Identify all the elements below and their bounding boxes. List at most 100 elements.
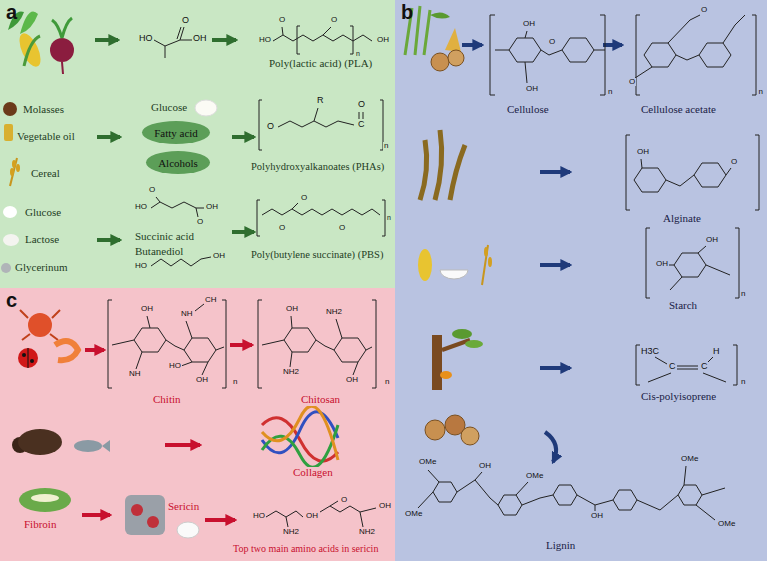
atom-label: O: [181, 16, 190, 25]
atom-label: n: [384, 378, 390, 386]
chemical-structures: [676, 366, 698, 367]
chemical-structures: [594, 50, 605, 51]
atom-label: O: [330, 16, 338, 24]
chemical-structures: [262, 340, 284, 345]
source-icons: [31, 494, 59, 502]
source-icons: [177, 522, 199, 538]
process-arrows: [540, 263, 570, 267]
chemical-structures: [644, 43, 676, 67]
chemical-structures: [498, 495, 522, 515]
process-arrows: [462, 43, 482, 47]
source-icons: [16, 164, 20, 172]
chemical-structures: [636, 15, 756, 95]
process-arrows: [82, 513, 110, 517]
atom-label: OH: [525, 85, 539, 93]
source-icons: [420, 130, 465, 200]
atom-label: C: [700, 362, 709, 371]
ellipse-node: Alcohols: [146, 151, 210, 174]
source-icons: [482, 245, 488, 285]
source-icons: [20, 310, 60, 340]
source-icons: [10, 158, 17, 186]
node-text: Fatty acid: [154, 127, 198, 139]
atom-label: OMe: [404, 510, 423, 518]
atom-label: n: [386, 214, 392, 221]
atom-label: NH2: [358, 528, 376, 536]
chemical-structures: [684, 466, 686, 485]
source-icons: [1, 11, 217, 273]
process-arrows: [95, 38, 118, 42]
chemical-structures: [525, 62, 527, 83]
chemical-structures: [516, 482, 528, 495]
atom-label: O: [148, 186, 156, 194]
caption-label: Cereal: [30, 168, 61, 180]
source-icons: [488, 257, 492, 267]
panel-letter: c: [6, 289, 17, 311]
atom-label: OH: [140, 305, 154, 313]
chemical-structures: [703, 373, 726, 382]
chemical-structures: [433, 482, 457, 502]
source-icons: [52, 18, 72, 38]
chemical-structures: [359, 112, 360, 119]
chemical-structures: [648, 373, 671, 382]
chemical-structures: [258, 300, 376, 388]
source-icons: [10, 168, 14, 176]
process-arrows: [232, 135, 254, 139]
caption-label: Glycerinum: [14, 262, 69, 274]
chemical-structures: [676, 369, 698, 370]
chemical-structures: [553, 485, 577, 505]
caption-label: Butanediol: [134, 246, 184, 258]
caption-label: Poly(butylene succinate) (PBS): [250, 249, 384, 260]
chemical-structures: [595, 505, 596, 511]
atom-label: H: [712, 347, 721, 356]
source-icons: [147, 516, 159, 528]
chemical-structures: [676, 55, 699, 60]
caption-label: Top two main amino acids in sericin: [232, 544, 379, 555]
chemical-structures: [495, 50, 509, 51]
chemical-structures: [166, 340, 184, 350]
process-arrows: [540, 170, 570, 174]
chemical-structures: [320, 506, 376, 512]
atom-label: OH: [378, 502, 392, 510]
collagen-helix: [262, 425, 338, 467]
chemical-structures: [262, 209, 380, 215]
source-icons: [102, 440, 110, 452]
source-icons: [125, 495, 165, 535]
chemical-structures: [151, 202, 204, 208]
chemical-structures: [151, 257, 211, 266]
source-icons: [448, 50, 464, 66]
source-icons: [1, 263, 11, 273]
source-icons: [24, 36, 40, 66]
panel-c-illustration: [12, 300, 376, 538]
caption-label: Collagen: [292, 467, 334, 479]
atom-label: HO: [134, 203, 148, 211]
atom-label: OH: [478, 462, 492, 470]
chemical-structures: [646, 228, 739, 298]
process-arrows: [545, 432, 556, 462]
source-icons: [12, 160, 16, 168]
caption-label: Alginate: [662, 213, 702, 225]
chemical-structures: [655, 357, 667, 364]
atom-label: OH: [705, 236, 719, 244]
chemical-structures: [637, 495, 678, 510]
atom-label: HO: [138, 34, 154, 43]
chemical-structures: [418, 15, 759, 520]
atom-label: HO: [258, 36, 272, 44]
atom-label: OMe: [680, 455, 699, 463]
source-icons: [440, 371, 452, 379]
chemical-structures: [363, 112, 364, 119]
chemical-structures: [282, 27, 283, 35]
panel-b-illustration: [405, 6, 759, 520]
source-icons: [431, 53, 449, 71]
process-arrows: [540, 366, 570, 370]
chemical-structures: [634, 168, 666, 192]
caption-label: Molasses: [22, 104, 65, 116]
chemical-structures: [165, 46, 166, 58]
source-icons: [30, 359, 34, 363]
chemical-structures: [297, 26, 353, 54]
source-icons: [28, 348, 29, 368]
atom-label: O: [700, 6, 708, 14]
panel: bOHOOHnCelluloseOOnCellulose acetateOOHA…: [395, 0, 767, 561]
process-arrows: [205, 518, 235, 522]
atom-label: H3C: [640, 347, 660, 356]
atom-label: n: [740, 378, 746, 386]
